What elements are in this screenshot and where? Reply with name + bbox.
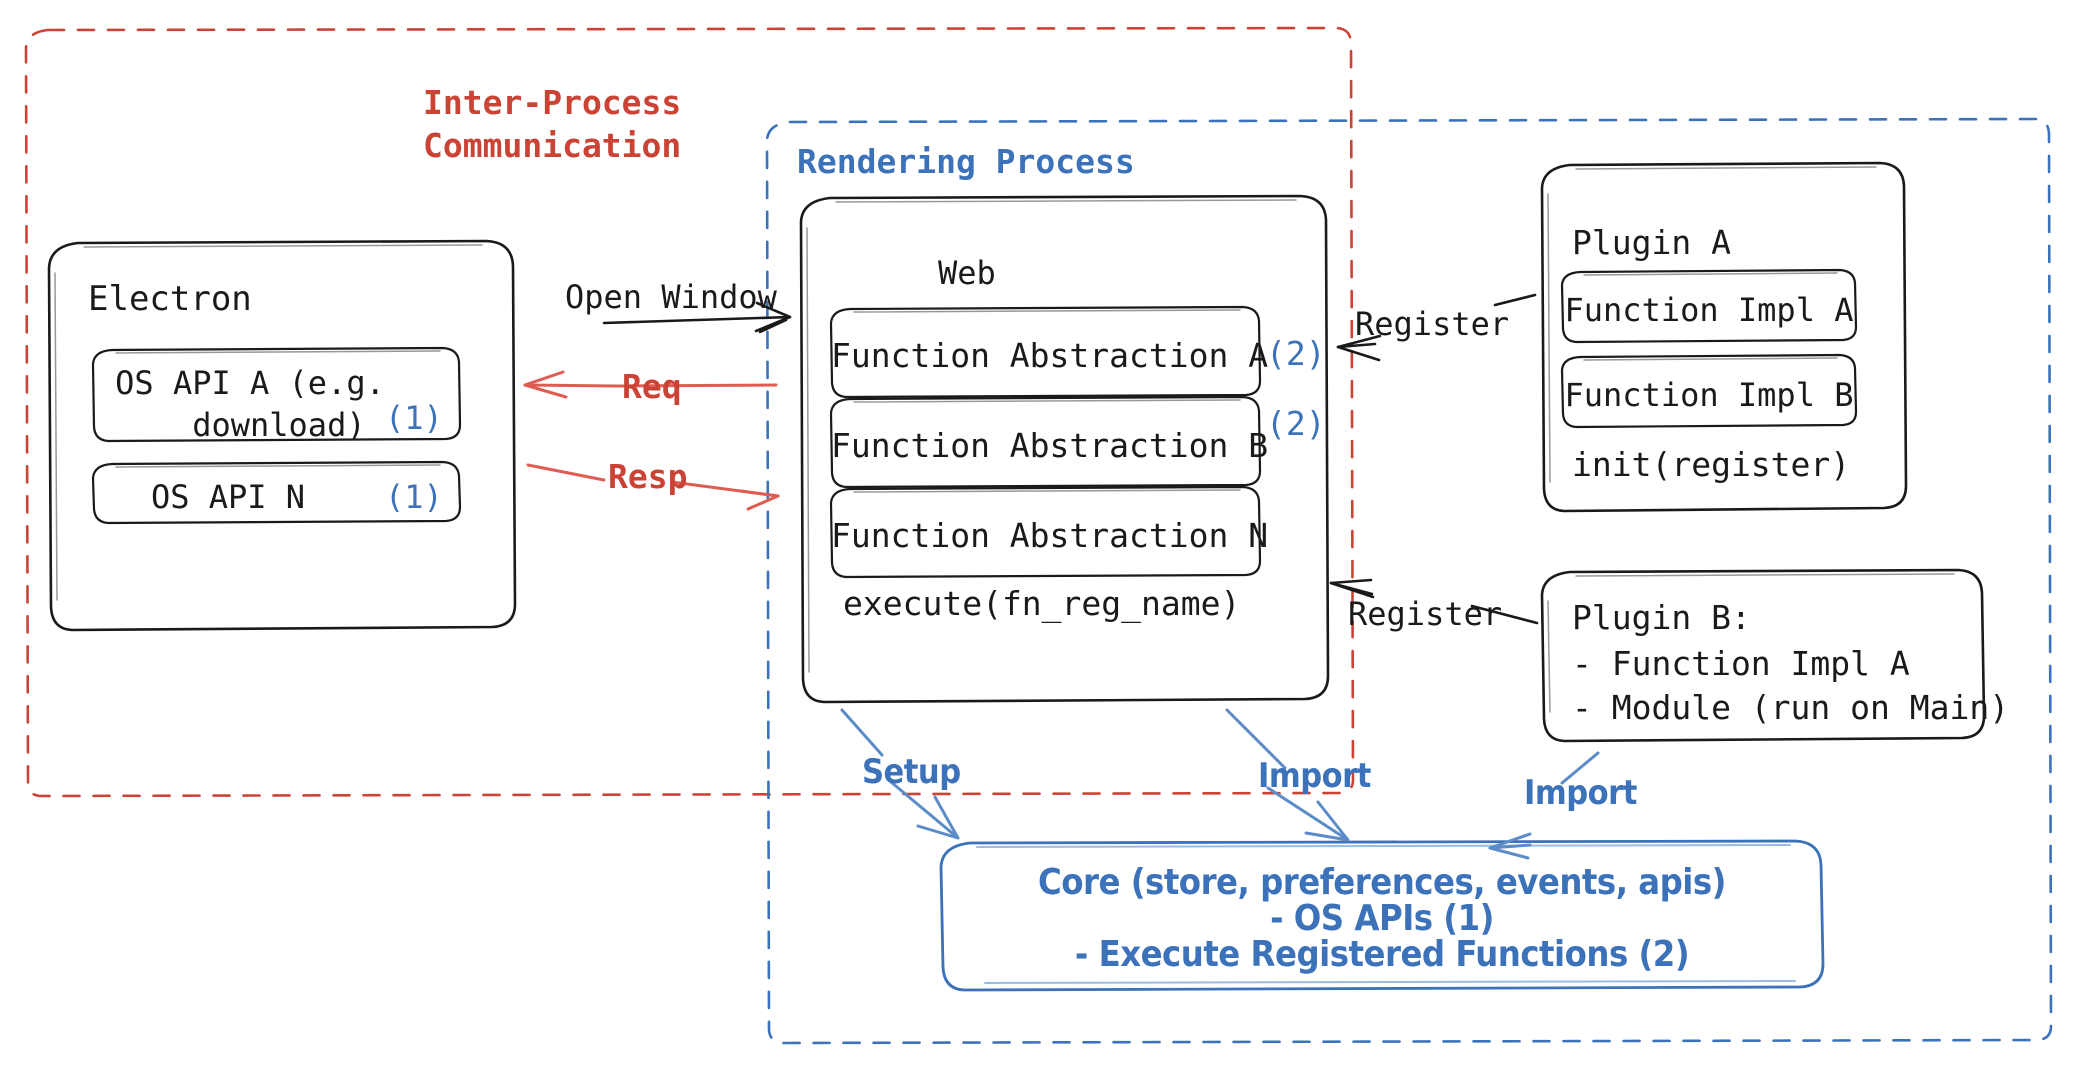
plugin-b-item-1: - Function Impl A: [1572, 644, 1910, 683]
box-plugin-a-title: Plugin A: [1572, 223, 1731, 262]
edge-label-register-plugin-a: Register: [1355, 305, 1510, 343]
group-ipc-label: Inter-Process Communication: [423, 83, 682, 165]
function-abstraction-b-label: Function Abstraction B: [831, 426, 1269, 465]
plugin-b-item-2: - Module (run on Main): [1572, 688, 2010, 727]
function-abstraction-b-marker: (2): [1266, 404, 1326, 443]
edge-label-open-window: Open Window: [565, 278, 777, 316]
plugin-a-footer-init: init(register): [1572, 445, 1851, 484]
function-abstraction-a-marker: (2): [1266, 334, 1326, 373]
edge-label-import-web: Import: [1258, 756, 1371, 796]
box-web-title: Web: [938, 254, 996, 292]
function-abstraction-a-label: Function Abstraction A: [831, 336, 1269, 375]
edge-label-setup: Setup: [862, 752, 961, 792]
core-line-2: - OS APIs (1): [1270, 898, 1494, 939]
function-abstraction-n-label: Function Abstraction N: [831, 516, 1269, 555]
os-api-n-label: OS API N: [150, 478, 306, 516]
os-api-a-label: OS API A (e.g. download): [115, 364, 385, 444]
edge-label-req: Req: [622, 367, 682, 406]
plugin-b-title: Plugin B:: [1572, 598, 1751, 637]
core-line-1: Core (store, preferences, events, apis): [1038, 862, 1726, 903]
os-api-a-marker: (1): [385, 399, 443, 437]
os-api-n-marker: (1): [385, 478, 443, 516]
edge-label-import-plugin-b: Import: [1524, 773, 1637, 813]
edge-label-register-plugin-b: Register: [1348, 595, 1503, 633]
function-impl-b-label: Function Impl B: [1564, 376, 1854, 414]
core-line-3: - Execute Registered Functions (2): [1074, 934, 1690, 975]
function-impl-a-label: Function Impl A: [1564, 291, 1854, 329]
web-footer-execute: execute(fn_reg_name): [843, 584, 1241, 623]
group-rendering-label: Rendering Process: [797, 142, 1135, 181]
box-electron-title: Electron: [88, 279, 252, 319]
edge-label-resp: Resp: [608, 457, 688, 496]
